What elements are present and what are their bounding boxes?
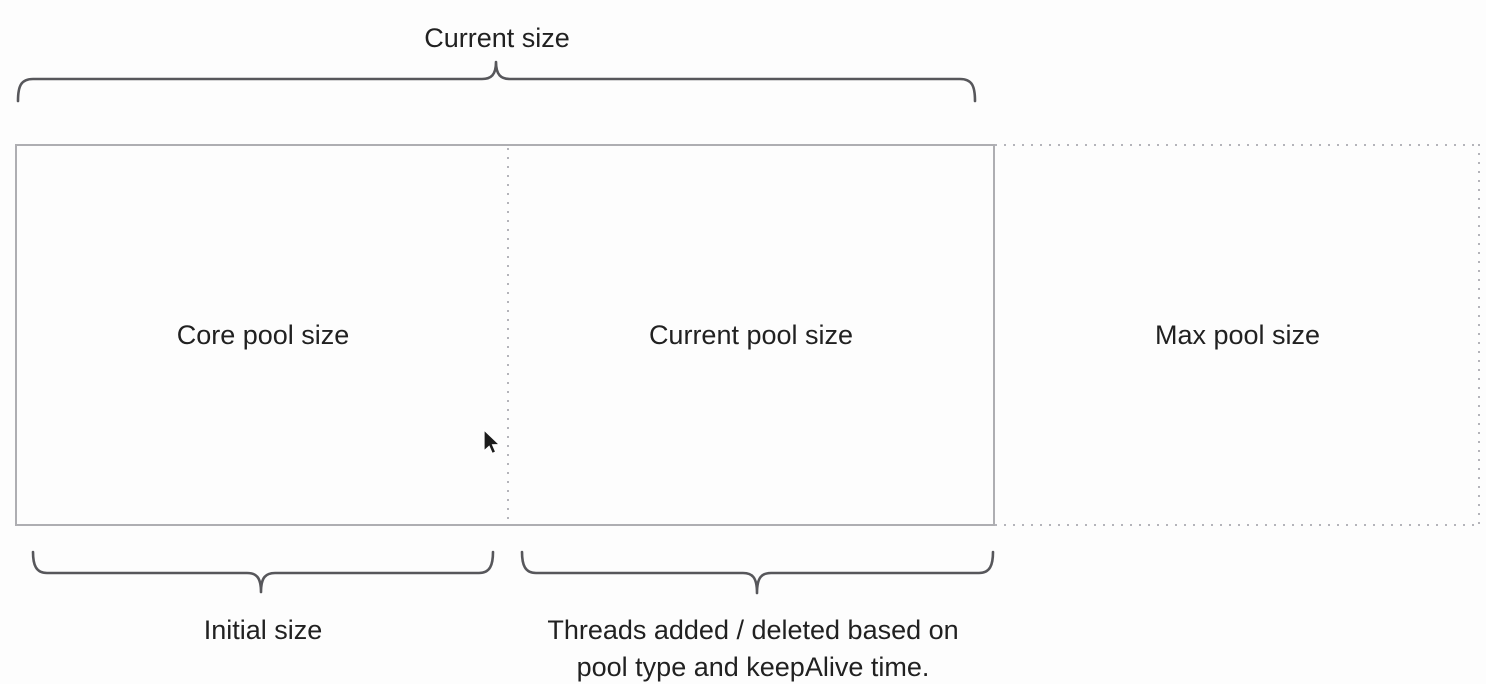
core-pool-size-label: Core pool size	[176, 319, 350, 350]
current-pool-size-label: Current pool size	[648, 319, 854, 350]
threads-added-deleted-label: Threads added / deleted based on pool ty…	[547, 612, 958, 684]
initial-size-brace	[31, 550, 495, 594]
max-pool-size-label: Max pool size	[1154, 319, 1321, 350]
pool-rectangle: Core pool size Current pool size	[15, 144, 995, 526]
max-pool-region: Max pool size	[995, 144, 1480, 526]
core-pool-region: Core pool size	[17, 146, 509, 524]
current-size-label: Current size	[424, 23, 570, 53]
initial-size-label: Initial size	[203, 615, 323, 645]
threads-label-line-2: pool type and keepAlive time.	[576, 652, 930, 682]
threads-brace	[520, 550, 995, 595]
current-size-brace	[16, 60, 977, 103]
current-pool-region: Current pool size	[509, 146, 993, 524]
core-current-dotted-divider	[507, 148, 509, 522]
threads-label-line-1: Threads added / deleted based on	[547, 615, 959, 645]
